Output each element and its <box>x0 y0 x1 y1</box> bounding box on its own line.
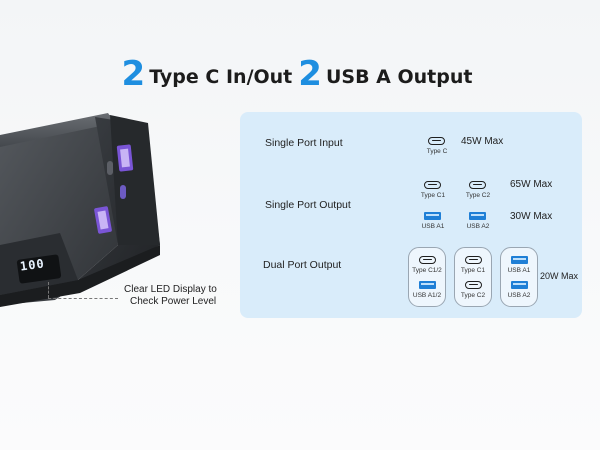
single-output-c2-caption: Type C2 <box>465 192 491 199</box>
type-c1-port-icon <box>465 256 482 264</box>
dual-output-max: 20W Max <box>540 271 579 281</box>
type-c1-port-icon <box>424 181 441 189</box>
single-input-label: Single Port Input <box>265 137 343 149</box>
dual-group-c1-c2: Type C1 Type C2 <box>454 247 492 307</box>
annotation-leader-horizontal <box>48 298 118 299</box>
dual-group2-top-caption: Type C1 <box>460 267 486 274</box>
type-c2-port-icon <box>465 281 482 289</box>
headline-count-typec: 2 <box>121 54 146 94</box>
usb-a2-port-icon <box>511 281 528 289</box>
headline-typec-text: Type C In/Out <box>149 66 293 88</box>
single-output-label: Single Port Output <box>265 199 351 211</box>
type-c2-port-icon <box>469 181 486 189</box>
dual-group2-bottom-caption: Type C2 <box>460 292 486 299</box>
dual-output-label: Dual Port Output <box>263 259 342 271</box>
led-annotation: Clear LED Display to Check Power Level <box>124 284 217 308</box>
usb-a2-port-icon <box>469 212 486 220</box>
annotation-leader-vertical <box>48 282 49 298</box>
dual-group1-bottom-caption: USB A1/2 <box>412 292 442 299</box>
port-spec-panel: Single Port Input Type C 45W Max Single … <box>240 112 582 318</box>
dual-group3-bottom-caption: USB A2 <box>507 292 531 299</box>
headline-count-usba: 2 <box>298 54 322 94</box>
usb-a1-port-icon <box>424 212 441 220</box>
usb-a-port-icon <box>419 281 436 289</box>
single-input-port-caption: Type C <box>426 148 448 155</box>
single-output-c-max: 65W Max <box>510 179 553 190</box>
type-c-port-icon <box>428 137 445 145</box>
single-output-c1-caption: Type C1 <box>420 192 446 199</box>
headline-usba-text: USB A Output <box>325 66 473 88</box>
led-annotation-line1: Clear LED Display to <box>124 284 217 295</box>
usb-a1-port-icon <box>511 256 528 264</box>
type-c-port-icon <box>419 256 436 264</box>
led-annotation-line2: Check Power Level <box>130 296 217 307</box>
dual-group3-top-caption: USB A1 <box>507 267 531 274</box>
single-output-a-max: 30W Max <box>510 211 553 222</box>
power-bank-image <box>0 113 160 307</box>
dual-group-c12-a12: Type C1/2 USB A1/2 <box>408 247 446 307</box>
single-input-max: 45W Max <box>461 136 504 147</box>
dual-group1-top-caption: Type C1/2 <box>412 267 442 274</box>
single-output-a1-caption: USB A1 <box>421 223 445 230</box>
single-output-a2-caption: USB A2 <box>466 223 490 230</box>
dual-group-a1-a2: USB A1 USB A2 <box>500 247 538 307</box>
